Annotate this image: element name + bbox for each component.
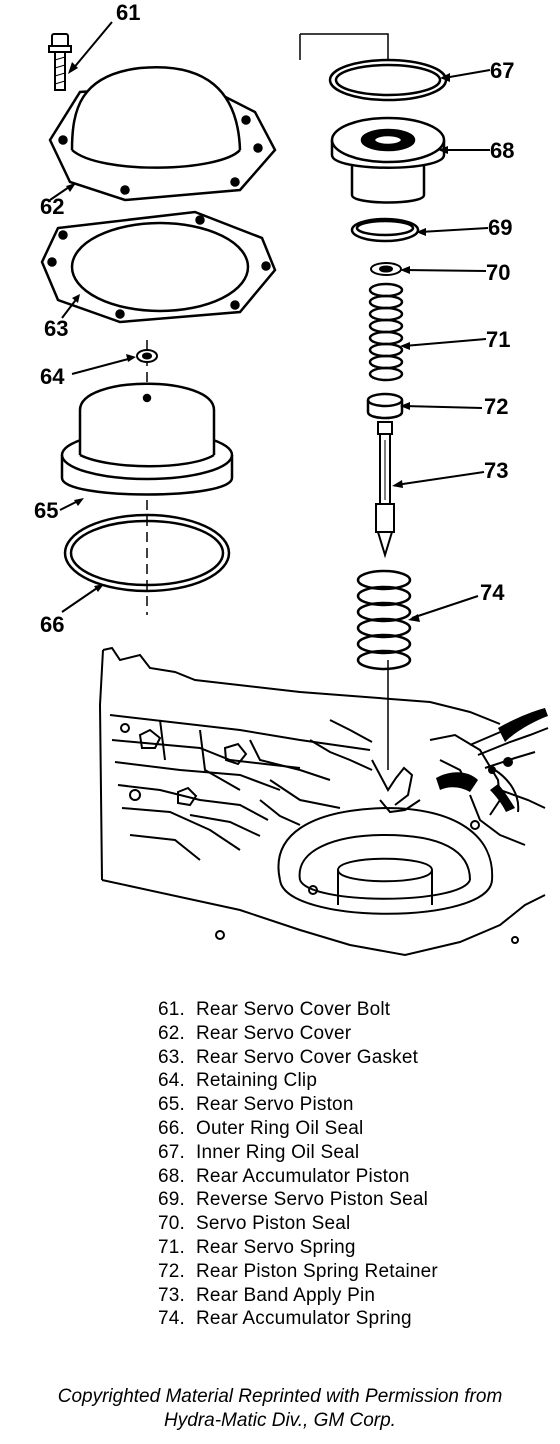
legend-number: 61. xyxy=(158,999,186,1020)
legend-item: 63. Rear Servo Cover Gasket xyxy=(158,1046,548,1070)
leader-arrowheads xyxy=(66,62,450,622)
legend-item: 71. Rear Servo Spring xyxy=(158,1236,548,1260)
legend-label: Rear Band Apply Pin xyxy=(196,1284,376,1306)
part-69-reverse-servo-seal xyxy=(350,217,420,243)
wiring-harness xyxy=(436,708,548,812)
callout-74: 74 xyxy=(480,580,505,605)
legend-number: 70. xyxy=(158,1213,186,1235)
legend-label: Rear Accumulator Piston xyxy=(196,1165,410,1187)
callout-70: 70 xyxy=(486,260,510,285)
legend-number: 65. xyxy=(158,1094,186,1116)
legend-label: Retaining Clip xyxy=(196,1070,318,1092)
transmission-case xyxy=(98,646,549,957)
legend-label: Outer Ring Oil Seal xyxy=(196,1117,364,1139)
callout-67: 67 xyxy=(490,58,514,83)
legend-number: 71. xyxy=(158,1236,186,1258)
part-64-retaining-clip xyxy=(136,349,158,363)
legend-number: 73. xyxy=(158,1284,186,1306)
callout-72: 72 xyxy=(484,394,508,419)
part-66-outer-ring-seal xyxy=(63,513,231,593)
legend-label: Rear Servo Piston xyxy=(196,1094,354,1116)
legend-item: 74. Rear Accumulator Spring xyxy=(158,1307,548,1331)
legend-item: 67. Inner Ring Oil Seal xyxy=(158,1141,548,1165)
exploded-parts-diagram: 61 62 63 64 65 66 67 68 69 70 71 72 73 7… xyxy=(34,0,549,957)
legend-number: 64. xyxy=(158,1070,186,1092)
part-65-rear-servo-piston xyxy=(60,382,234,496)
legend-number: 66. xyxy=(158,1117,186,1139)
legend-number: 62. xyxy=(158,1022,186,1044)
parts-legend: 61. Rear Servo Cover Bolt 62. Rear Servo C… xyxy=(158,998,548,1331)
right-bracket xyxy=(300,33,389,60)
part-73-band-apply-pin xyxy=(375,421,395,559)
part-62-rear-servo-cover xyxy=(48,65,277,202)
copyright-line-2: Hydra-Matic Div., GM Corp. xyxy=(164,1410,396,1431)
part-61-bolt xyxy=(48,33,72,91)
callout-66: 66 xyxy=(40,612,64,637)
part-63-gasket xyxy=(40,210,277,324)
legend-item: 66. Outer Ring Oil Seal xyxy=(158,1117,548,1141)
legend-item: 64. Retaining Clip xyxy=(158,1069,548,1093)
legend-number: 68. xyxy=(158,1165,186,1187)
legend-number: 72. xyxy=(158,1260,186,1282)
legend-label: Rear Servo Spring xyxy=(196,1236,356,1258)
callout-73: 73 xyxy=(484,458,508,483)
legend-number: 67. xyxy=(158,1141,186,1163)
legend-item: 69. Reverse Servo Piston Seal xyxy=(158,1188,548,1212)
copyright-line-1: Copyrighted Material Reprinted with Perm… xyxy=(57,1386,503,1407)
callout-69: 69 xyxy=(488,215,512,240)
legend-item: 70. Servo Piston Seal xyxy=(158,1212,548,1236)
legend-label: Rear Accumulator Spring xyxy=(196,1308,412,1330)
part-71-rear-servo-spring xyxy=(368,282,404,382)
legend-item: 72. Rear Piston Spring Retainer xyxy=(158,1260,548,1284)
legend-label: Rear Servo Cover Bolt xyxy=(196,999,391,1020)
callout-68: 68 xyxy=(490,138,514,163)
part-68-accumulator-piston xyxy=(330,116,446,204)
part-67-inner-ring-seal xyxy=(328,58,448,102)
callout-62: 62 xyxy=(40,194,64,219)
legend-item: 73. Rear Band Apply Pin xyxy=(158,1284,548,1308)
callout-64: 64 xyxy=(40,364,65,389)
callout-63: 63 xyxy=(44,316,68,341)
legend-label: Rear Servo Cover xyxy=(196,1022,352,1044)
legend-item: 61. Rear Servo Cover Bolt xyxy=(158,998,548,1022)
legend-label: Rear Servo Cover Gasket xyxy=(196,1046,419,1068)
legend-number: 63. xyxy=(158,1046,186,1068)
callout-61: 61 xyxy=(116,0,140,25)
legend-number: 74. xyxy=(158,1308,186,1330)
legend-label: Rear Piston Spring Retainer xyxy=(196,1260,438,1282)
legend-label: Inner Ring Oil Seal xyxy=(196,1141,360,1163)
legend-label: Reverse Servo Piston Seal xyxy=(196,1189,429,1211)
part-72-spring-retainer xyxy=(366,392,404,420)
copyright-notice: Copyrighted Material Reprinted with Perm… xyxy=(0,1385,560,1433)
part-74-accumulator-spring xyxy=(356,569,412,671)
callout-71: 71 xyxy=(486,327,510,352)
legend-item: 68. Rear Accumulator Piston xyxy=(158,1165,548,1189)
part-70-servo-piston-seal xyxy=(370,262,402,276)
leader-lines xyxy=(49,21,491,619)
legend-item: 62. Rear Servo Cover xyxy=(158,1022,548,1046)
legend-label: Servo Piston Seal xyxy=(196,1213,351,1235)
legend-number: 69. xyxy=(158,1189,186,1211)
legend-item: 65. Rear Servo Piston xyxy=(158,1093,548,1117)
callout-65: 65 xyxy=(34,498,58,523)
